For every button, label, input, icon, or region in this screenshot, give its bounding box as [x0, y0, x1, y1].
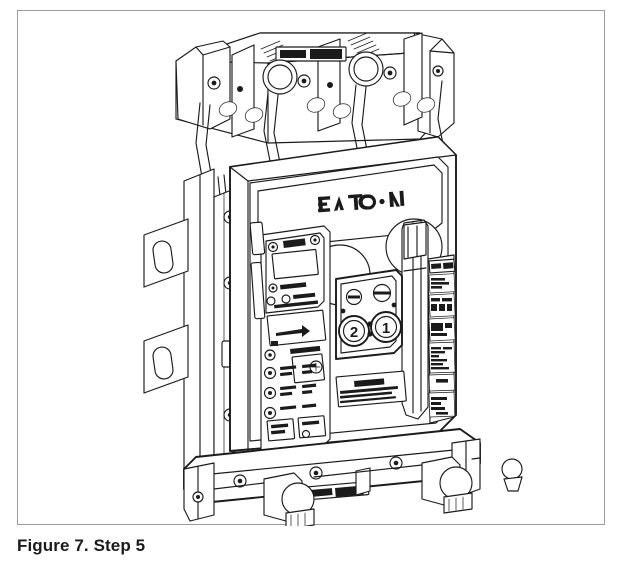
warning-placard	[335, 370, 407, 408]
top-rail-series-label	[275, 46, 347, 62]
pushbutton-two[interactable]: 2	[338, 315, 370, 347]
vent-holes	[218, 91, 436, 123]
bottom-terminal-assembly	[183, 428, 523, 526]
top-terminal-assembly	[175, 32, 455, 180]
trip-unit-settings-upper	[266, 309, 327, 347]
bottom-connectors	[263, 456, 523, 526]
breaker-front-body: 2 1	[229, 136, 457, 454]
pushbutton-one[interactable]: 1	[370, 311, 402, 343]
operating-handle	[385, 218, 443, 420]
figure-frame: 2 1	[17, 10, 606, 526]
left-mounting-bracket	[143, 168, 245, 474]
breaker-illustration: 2 1	[18, 11, 606, 526]
figure-caption: Figure 7. Step 5	[17, 536, 146, 555]
pushbutton-one-label: 1	[382, 320, 390, 337]
trip-unit-settings-dial	[264, 345, 326, 384]
bottom-rail-series-label	[305, 481, 370, 501]
panel-screws	[345, 283, 392, 306]
pushbutton-panel: 2 1	[335, 269, 403, 360]
pushbutton-two-label: 2	[350, 324, 358, 341]
trip-unit-bottom-labels	[266, 415, 327, 442]
trip-unit-module	[260, 225, 331, 454]
rating-label-strip	[427, 254, 456, 424]
eaton-logo	[318, 190, 405, 213]
connector-arms	[195, 80, 445, 180]
trip-unit-dial-rows	[263, 363, 317, 420]
terminal-bolts	[207, 65, 444, 92]
trip-unit-display	[265, 232, 325, 314]
breaker-line-art: 2 1	[143, 32, 523, 526]
body-latch-detail	[249, 221, 266, 320]
